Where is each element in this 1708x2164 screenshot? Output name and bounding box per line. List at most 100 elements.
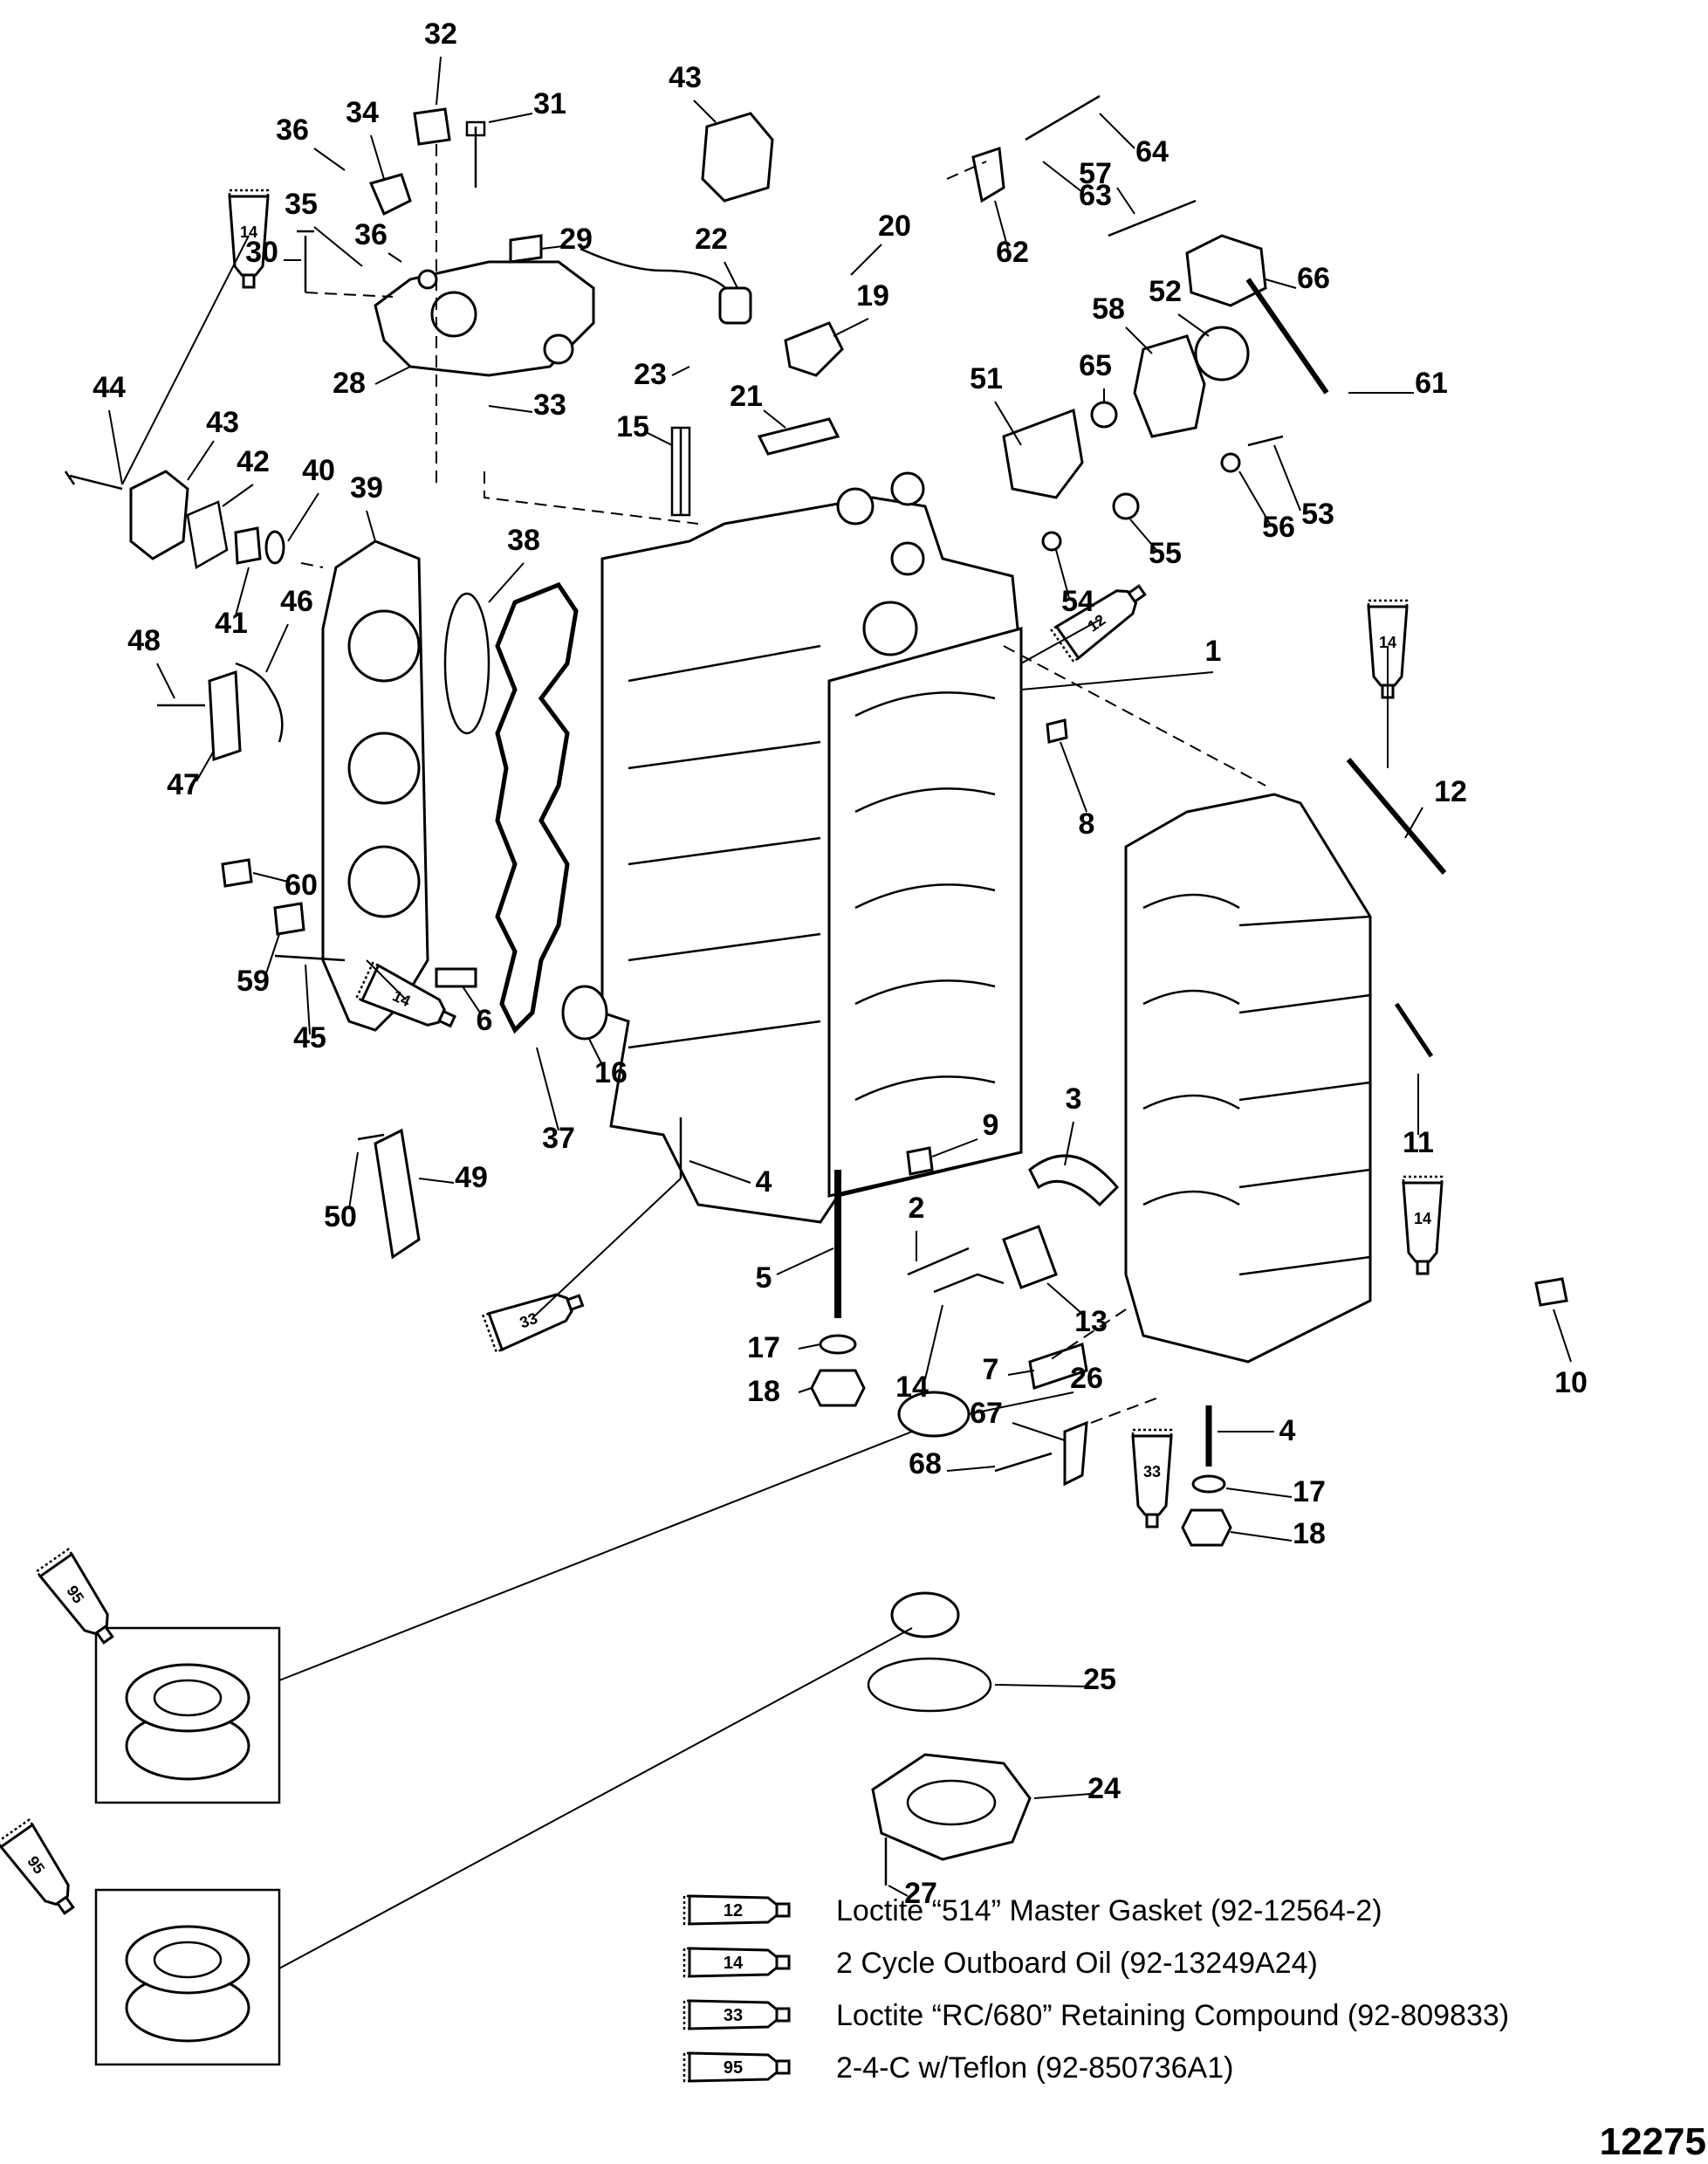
callout-43: 43 xyxy=(669,61,702,94)
callout-leader-10 xyxy=(1553,1309,1572,1363)
callout-31: 31 xyxy=(533,87,566,120)
crankcase-cover xyxy=(1124,793,1372,1364)
callout-leader-4 xyxy=(689,1160,751,1184)
callout-leader-25 xyxy=(994,1684,1087,1687)
callout-leader-51 xyxy=(994,401,1022,446)
callout-leader-56 xyxy=(1238,471,1271,525)
sealant-tube-label: 33 xyxy=(1143,1463,1161,1480)
sealant-tube-icon: 14 xyxy=(683,1947,791,1978)
seal-26-lower xyxy=(890,1591,960,1638)
callout-leader-21 xyxy=(763,409,786,429)
washer-17-right xyxy=(1191,1474,1226,1494)
callout-leader-60 xyxy=(252,872,289,883)
sealant-tube-label: 14 xyxy=(1414,1210,1431,1227)
callout-22: 22 xyxy=(695,223,728,256)
callout-leader-45 xyxy=(305,964,311,1035)
callout-55: 55 xyxy=(1149,537,1182,570)
sealant-tube-leader xyxy=(366,959,407,1000)
callout-leader-53 xyxy=(1273,444,1301,512)
callout-leader-3 xyxy=(1064,1121,1074,1166)
callout-leader-39 xyxy=(366,510,376,542)
callout-60: 60 xyxy=(285,869,318,902)
callout-labels: 1234456789101112131415161717181819202122… xyxy=(93,17,1588,1910)
callout-leader-5 xyxy=(776,1247,834,1275)
bracket-49 xyxy=(374,1128,421,1260)
sealant-tube-95: 95 xyxy=(0,1818,75,1915)
callout-13: 13 xyxy=(1074,1305,1108,1338)
callout-42: 42 xyxy=(237,445,270,478)
screw-11 xyxy=(1394,1002,1434,1058)
washer-17-left xyxy=(819,1334,857,1355)
callout-51: 51 xyxy=(970,362,1003,395)
callout-5: 5 xyxy=(756,1261,772,1295)
callout-35: 35 xyxy=(285,188,318,221)
callout-18: 18 xyxy=(1293,1517,1326,1550)
clamp-34 xyxy=(368,173,412,216)
callout-56: 56 xyxy=(1262,511,1295,544)
callout-36: 36 xyxy=(354,218,388,251)
legend-text: Loctite “RC/680” Retaining Compound (92-… xyxy=(836,1999,1509,2032)
sensor-cable xyxy=(580,247,735,298)
callout-leader-62 xyxy=(994,200,1009,250)
dash-62 xyxy=(946,161,987,180)
callout-37: 37 xyxy=(542,1122,575,1155)
bracket-47 xyxy=(208,670,242,762)
sealant-tube-leader xyxy=(532,1178,682,1319)
leader-detail-upper xyxy=(278,1431,913,1681)
callout-58: 58 xyxy=(1092,292,1125,326)
housing-58 xyxy=(1133,334,1206,438)
callout-leader-66 xyxy=(1265,278,1297,289)
callout-34: 34 xyxy=(346,96,379,129)
callout-41: 41 xyxy=(215,607,248,640)
callout-leader-68 xyxy=(946,1466,996,1472)
outlet-66 xyxy=(1185,234,1267,307)
screw-44 xyxy=(64,471,123,491)
grommet-29 xyxy=(509,234,543,264)
callout-leader-52 xyxy=(1177,313,1210,337)
callout-16: 16 xyxy=(594,1056,628,1089)
callout-25: 25 xyxy=(1083,1663,1116,1696)
callout-leader-41 xyxy=(235,567,250,616)
screw-50 xyxy=(357,1133,385,1141)
sealant-tube-icon: 33 xyxy=(683,1999,791,2030)
callout-leader-46 xyxy=(265,623,289,673)
callout-leader-43 xyxy=(187,440,215,481)
callout-68: 68 xyxy=(909,1447,942,1480)
callout-leader-23 xyxy=(671,366,690,376)
plug-60 xyxy=(221,858,253,888)
callout-leader-17 xyxy=(798,1343,821,1350)
legend-number: 12 xyxy=(724,1901,743,1920)
callout-52: 52 xyxy=(1149,275,1182,308)
callout-17: 17 xyxy=(1293,1475,1326,1508)
dash-gasket xyxy=(300,562,324,568)
callout-leader-64 xyxy=(1099,113,1135,149)
callout-6: 6 xyxy=(477,1004,493,1037)
sealant-tube-leader xyxy=(1020,619,1101,664)
callout-leader-63 xyxy=(1042,161,1083,193)
callout-39: 39 xyxy=(350,471,383,505)
callout-10: 10 xyxy=(1554,1366,1588,1399)
callout-50: 50 xyxy=(324,1200,357,1233)
legend-number: 14 xyxy=(724,1954,744,1973)
legend-text: 2 Cycle Outboard Oil (92-13249A24) xyxy=(836,1947,1318,1980)
valve-52 xyxy=(1194,326,1250,381)
callout-leader-20 xyxy=(850,244,882,276)
o-ring-25 xyxy=(867,1657,992,1713)
callout-8: 8 xyxy=(1079,807,1095,841)
bracket-3 xyxy=(1028,1154,1120,1207)
fitting-41 xyxy=(234,526,262,565)
clip-62 xyxy=(971,146,1005,203)
cover-43-top xyxy=(701,112,774,203)
bracket-13 xyxy=(1002,1225,1058,1289)
callout-leader-17 xyxy=(1225,1487,1293,1498)
bracket-67 xyxy=(1063,1420,1088,1487)
head-gasket xyxy=(495,581,579,1034)
callout-leader-15 xyxy=(645,431,673,446)
grommet-55 xyxy=(1112,492,1140,520)
sensor xyxy=(718,286,752,325)
callout-67: 67 xyxy=(970,1397,1003,1430)
cap-24-bore xyxy=(906,1779,997,1826)
washer-56 xyxy=(1220,452,1241,473)
